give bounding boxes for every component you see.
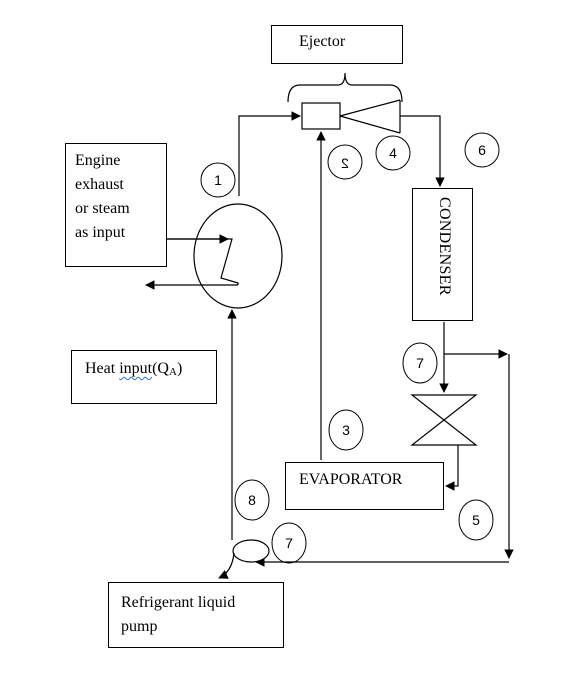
engine-exhaust-label: Engine exhaust or steam as input — [75, 152, 130, 241]
pump-symbol — [232, 539, 270, 563]
ejector-brace — [287, 72, 403, 103]
engine-exhaust-box: Engine exhaust or steam as input — [65, 143, 167, 267]
state-label-4: 4 — [389, 145, 397, 161]
state-label-1: 1 — [214, 172, 222, 188]
state-label-7a: 7 — [416, 355, 424, 371]
line-generator-to-ejector — [238, 111, 301, 196]
state-circle-8 — [234, 479, 270, 521]
evaporator-label: EVAPORATOR — [299, 471, 403, 488]
generator-vessel — [193, 203, 283, 309]
state-circle-6 — [464, 132, 500, 168]
line-ejector-to-condenser — [400, 115, 445, 187]
ejector-label: Ejector — [299, 33, 346, 50]
ejector-mixing-chamber — [301, 102, 341, 130]
condenser-label: CONDENSER — [436, 197, 453, 296]
line-pump-to-box — [218, 552, 235, 579]
state-circle-3 — [328, 409, 364, 451]
state-label-3: 3 — [342, 422, 350, 438]
heat-input-word: input — [119, 360, 153, 377]
state-circle-7b — [271, 522, 307, 564]
state-label-7b: 7 — [285, 535, 293, 551]
state-label-8: 8 — [248, 492, 256, 508]
evaporator-box: EVAPORATOR — [285, 462, 444, 510]
heat-input-prefix: Heat — [85, 360, 120, 377]
refrigerant-pump-label: Refrigerant liquid pump — [121, 594, 236, 635]
state-circles — [200, 132, 500, 564]
state-label-6: 6 — [478, 142, 486, 158]
refrigerant-pump-box: Refrigerant liquid pump — [108, 582, 284, 648]
line-valve-to-evaporator — [445, 445, 459, 491]
state-label-2: 2 — [341, 155, 349, 171]
state-circle-1 — [200, 162, 236, 198]
state-circle-4 — [375, 135, 411, 171]
expansion-valve — [410, 394, 478, 446]
heat-input-subscript: A — [168, 366, 177, 378]
ejector-label-box: Ejector — [271, 25, 403, 64]
heat-input-close: ) — [176, 360, 183, 377]
state-circle-2 — [327, 144, 363, 180]
ejector-diffuser — [339, 99, 401, 134]
heat-input-label: Heat input(QA) — [85, 360, 183, 378]
state-circle-5 — [458, 499, 494, 541]
condenser-box: CONDENSER — [412, 188, 473, 321]
state-circle-7a — [402, 342, 438, 384]
state-label-5: 5 — [472, 512, 480, 528]
heat-input-open: (Q — [152, 360, 169, 377]
heat-input-box: Heat input(QA) — [71, 350, 217, 404]
